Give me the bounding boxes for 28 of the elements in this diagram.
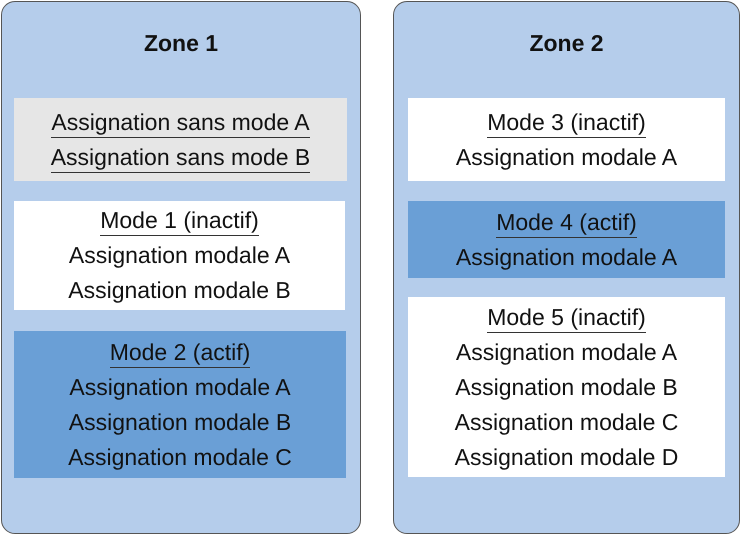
- assignment-text: Assignation modale A: [456, 142, 678, 172]
- zone-panel: [393, 1, 740, 534]
- zone-panel: [1, 1, 361, 534]
- assignment-text: Assignation modale A: [456, 242, 678, 272]
- assignment-text: Assignation modale B: [68, 408, 292, 437]
- underlined-heading: Mode 1 (inactif): [100, 205, 259, 236]
- assignment-text: Assignation modale A: [68, 241, 290, 270]
- underlined-heading: Assignation sans mode A: [51, 106, 310, 138]
- assignment-text: Assignation modale B: [455, 372, 678, 402]
- underlined-heading: Mode 5 (inactif): [487, 302, 646, 332]
- assignment-text: Assignation modale B: [68, 276, 291, 305]
- assignment-text: Assignation modale C: [68, 442, 292, 472]
- zone-heading: Zone 1: [142, 30, 220, 57]
- mode-box: [408, 98, 725, 181]
- mode-box: [14, 201, 345, 310]
- mode-box: [14, 98, 347, 181]
- assignment-text: Assignation modale D: [454, 442, 678, 472]
- assignment-text: Assignation modale C: [454, 408, 678, 437]
- underlined-heading: Assignation sans mode B: [50, 142, 310, 172]
- underlined-heading: Mode 3 (inactif): [487, 106, 646, 138]
- mode-box: [408, 201, 725, 278]
- assignment-text: Assignation modale A: [456, 338, 678, 367]
- mode-box: [408, 297, 725, 477]
- assignment-text: Assignation modale A: [69, 372, 291, 402]
- mode-box: [14, 331, 346, 478]
- zone-heading: Zone 2: [528, 30, 605, 57]
- underlined-heading: Mode 4 (actif): [496, 206, 637, 238]
- underlined-heading: Mode 2 (actif): [110, 336, 250, 368]
